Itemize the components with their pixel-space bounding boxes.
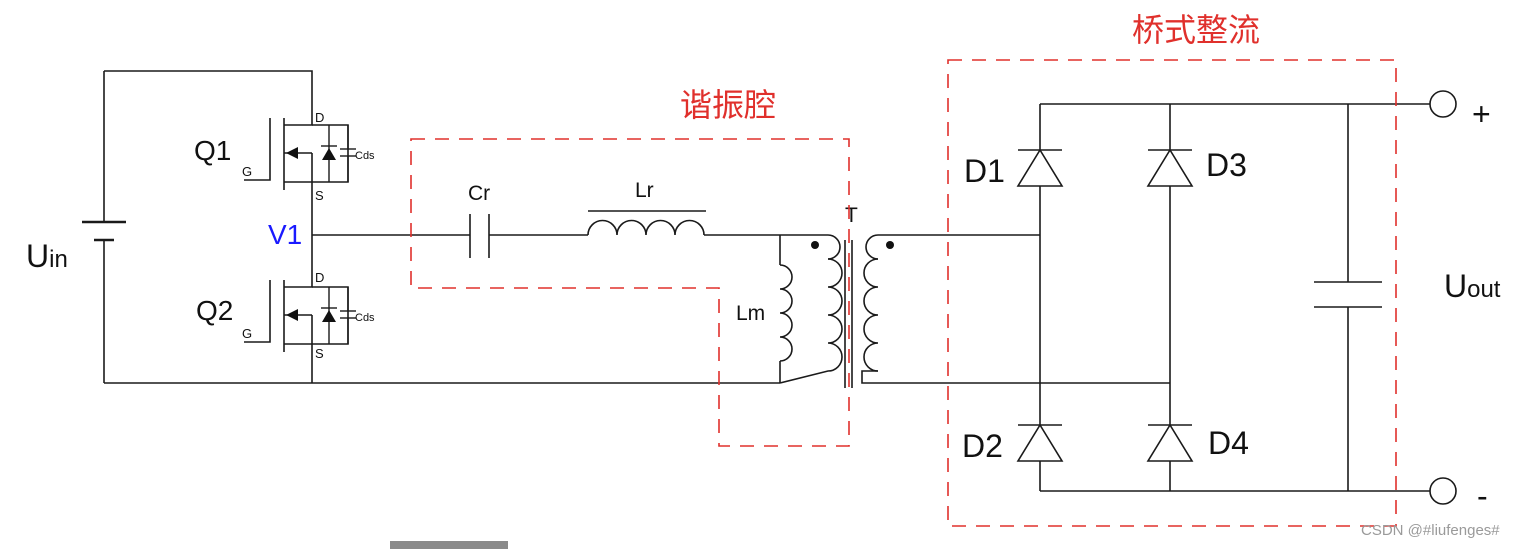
uout-label: Uout [1444, 268, 1501, 304]
rectifier-title: 桥式整流 [1132, 11, 1260, 49]
diode-d1 [1016, 148, 1064, 187]
q1-gate-label: G [242, 164, 252, 179]
q1-drain-label: D [315, 110, 324, 125]
input-source-uin [82, 70, 313, 383]
diode-d2 [1016, 423, 1064, 462]
t-label: T [845, 204, 858, 227]
magnetizing-inductor-lm [779, 235, 793, 383]
q2-drain-label: D [315, 270, 324, 285]
q1-label: Q1 [194, 135, 231, 166]
diode-d4 [1146, 423, 1194, 462]
resonant-tank-title: 谐振腔 [680, 86, 776, 124]
q1-cds-label: Cds [355, 150, 375, 162]
d2-label: D2 [962, 428, 1003, 464]
d3-label: D3 [1206, 147, 1247, 183]
cr-label: Cr [468, 182, 490, 205]
uin-label: Uin [26, 238, 68, 274]
d4-label: D4 [1208, 425, 1249, 461]
resonant-capacitor-cr [312, 214, 588, 258]
q1-source-label: S [315, 188, 324, 203]
output-terminal-negative [1429, 477, 1457, 505]
q1-mosfet [244, 110, 356, 235]
watermark: CSDN @#liufenges# [1361, 522, 1500, 539]
q2-source-label: S [315, 346, 324, 361]
lm-label: Lm [736, 302, 765, 325]
plus-label: + [1472, 96, 1491, 132]
diode-d3 [1146, 148, 1194, 187]
output-terminal-positive [1429, 90, 1457, 118]
q2-gate-label: G [242, 326, 252, 341]
q2-cds-label: Cds [355, 312, 375, 324]
minus-label: - [1477, 478, 1488, 514]
transformer-t [779, 234, 1170, 388]
d1-label: D1 [964, 153, 1005, 189]
lr-label: Lr [635, 179, 654, 202]
resonant-tank-region [410, 138, 850, 447]
q2-mosfet [244, 268, 356, 383]
bottom-strip [390, 541, 508, 549]
resonant-inductor-lr [587, 210, 780, 236]
q2-label: Q2 [196, 295, 233, 326]
rectifier-region [947, 59, 1397, 527]
v1-label: V1 [268, 219, 302, 250]
